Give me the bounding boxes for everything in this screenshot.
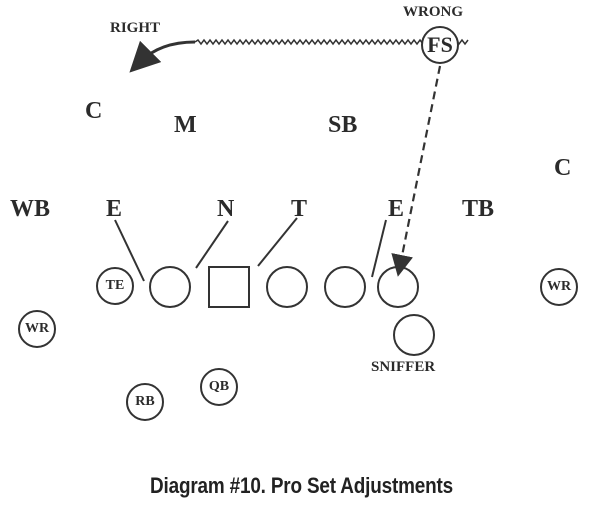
running-back: RB xyxy=(126,383,164,421)
end-left: E xyxy=(106,196,123,222)
corner-left: C xyxy=(85,98,103,124)
dashed-arrow xyxy=(391,65,442,277)
free-safety: FS xyxy=(421,26,459,64)
strong-backer: SB xyxy=(328,112,358,138)
mike-linebacker: M xyxy=(174,112,197,138)
wide-receiver-right: WR xyxy=(540,268,578,306)
diagram-caption: Diagram #10. Pro Set Adjustments xyxy=(150,473,453,498)
sniffer-label: SNIFFER xyxy=(371,359,436,375)
corner-right: C xyxy=(554,155,572,181)
wrong-label: WRONG xyxy=(403,4,463,20)
nose: N xyxy=(217,196,235,222)
wide-receiver-left: WR xyxy=(18,310,56,348)
right-arrow xyxy=(129,40,196,73)
tight-backer: TB xyxy=(462,196,495,222)
quarterback: QB xyxy=(200,368,238,406)
tackle: T xyxy=(291,196,308,222)
right-label: RIGHT xyxy=(110,20,161,36)
weak-backer: WB xyxy=(10,196,51,222)
end-right: E xyxy=(388,196,405,222)
tight-end: TE xyxy=(96,267,134,305)
